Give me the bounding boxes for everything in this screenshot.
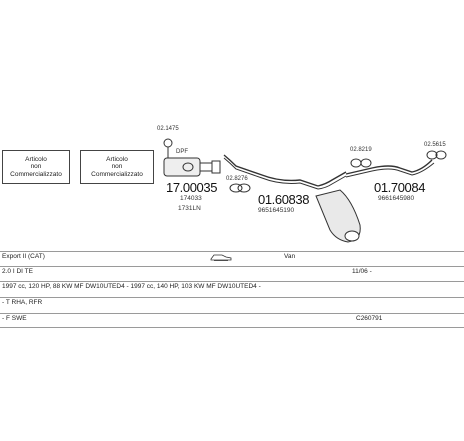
not-sold-box-2: Articolo non Commercializzato <box>80 150 154 184</box>
clamp-far-code: 02.5615 <box>424 142 446 148</box>
row4-col1: - T RHA, RFR <box>2 299 43 306</box>
part-ref-1a: 174033 <box>180 195 202 202</box>
dpf-label: DPF <box>176 149 188 155</box>
part-ref-2: 9651645190 <box>258 207 295 214</box>
table-bottom-border <box>0 327 464 328</box>
row5-col2: C260791 <box>356 315 383 322</box>
part-ref-1b: 1731LN <box>178 205 201 212</box>
row3-col1: 1997 cc, 120 HP, 88 KW MF DW10UTED4 - 19… <box>2 283 261 290</box>
not-sold-box-1: Articolo non Commercializzato <box>2 150 70 184</box>
front-pipe <box>223 154 319 187</box>
box1-line2: non <box>30 163 42 171</box>
rear-pipe <box>345 159 433 175</box>
part-code-3: 01.70084 <box>374 180 426 195</box>
middle-silencer <box>315 171 361 243</box>
box1-line3: Commercializzato <box>10 170 62 178</box>
clamp-far <box>426 150 447 160</box>
part-ref-3: 9661645980 <box>378 195 415 202</box>
row5-col1: - F SWE <box>2 315 27 322</box>
clamp-right <box>350 158 372 168</box>
row2-col1: 2.0 I DI TE <box>2 268 33 275</box>
clamp-top-code: 02.1475 <box>157 126 179 132</box>
car-icon <box>210 253 232 263</box>
row2-col2: 11/06 - <box>352 268 372 275</box>
table-row-2: 2.0 I DI TE 11/06 - <box>0 266 464 280</box>
table-row-4: - T RHA, RFR <box>0 297 464 311</box>
box2-line2: non <box>111 163 123 171</box>
dpf-filter <box>163 157 221 177</box>
gasket-mid <box>229 183 251 193</box>
row1-col3: Van <box>284 253 296 260</box>
table-row-1: Export II (CAT) Van <box>0 251 464 265</box>
part-code-1: 17.00035 <box>166 180 218 195</box>
clamp-right-code: 02.8219 <box>350 147 372 153</box>
table-row-3: 1997 cc, 120 HP, 88 KW MF DW10UTED4 - 19… <box>0 281 464 295</box>
clamp-top <box>163 138 173 158</box>
clamp-mid-code: 02.8276 <box>226 176 248 182</box>
table-row-5: - F SWE C260791 <box>0 313 464 327</box>
box1-line1: Articolo <box>25 155 47 163</box>
row1-col1: Export II (CAT) <box>2 253 45 260</box>
box2-line3: Commercializzato <box>91 170 143 178</box>
part-code-2: 01.60838 <box>258 192 310 207</box>
box2-line1: Articolo <box>106 155 128 163</box>
